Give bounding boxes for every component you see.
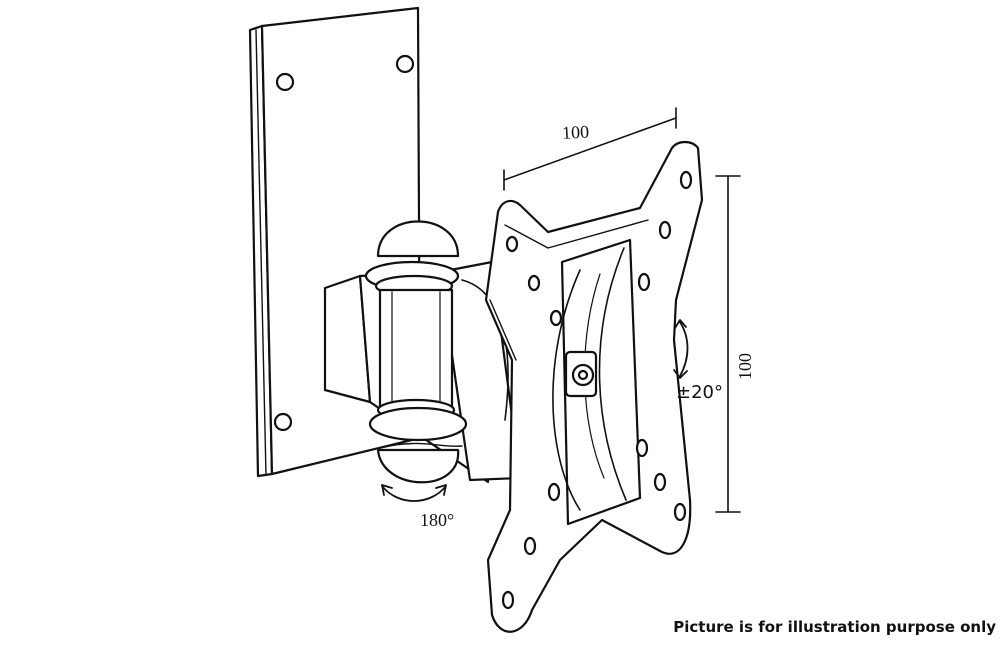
tilt-arrow [673, 319, 689, 379]
width-dimension-line [503, 107, 677, 191]
vesa-hole [501, 590, 515, 610]
wall-plate-hole-top-left [275, 72, 295, 92]
vesa-plate-window [560, 238, 642, 526]
height-dimension-label: 100 [735, 353, 755, 380]
vesa-hole [523, 536, 537, 556]
vesa-hole [527, 274, 541, 292]
vesa-hole [658, 220, 672, 240]
swivel-arrow [381, 484, 447, 502]
vesa-hole [679, 170, 693, 190]
vesa-hole [635, 438, 649, 458]
vesa-hole [673, 502, 687, 522]
vesa-hole [637, 272, 651, 292]
vesa-hole [549, 309, 563, 327]
width-dimension-label: 100 [562, 122, 590, 143]
swivel-angle-label: 180° [420, 510, 454, 530]
hinge-barrel [364, 220, 468, 484]
height-dimension-line [715, 175, 741, 513]
vesa-hole [547, 482, 561, 502]
wall-plate-hole-bottom-left [273, 412, 293, 432]
wall-plate-hole-top-right [395, 54, 415, 74]
vesa-plate [484, 140, 704, 633]
tilt-angle-label: ±20° [676, 382, 723, 403]
vesa-hole [653, 472, 667, 492]
illustration-disclaimer: Picture is for illustration purpose only [673, 618, 996, 636]
vesa-hole [505, 235, 519, 253]
